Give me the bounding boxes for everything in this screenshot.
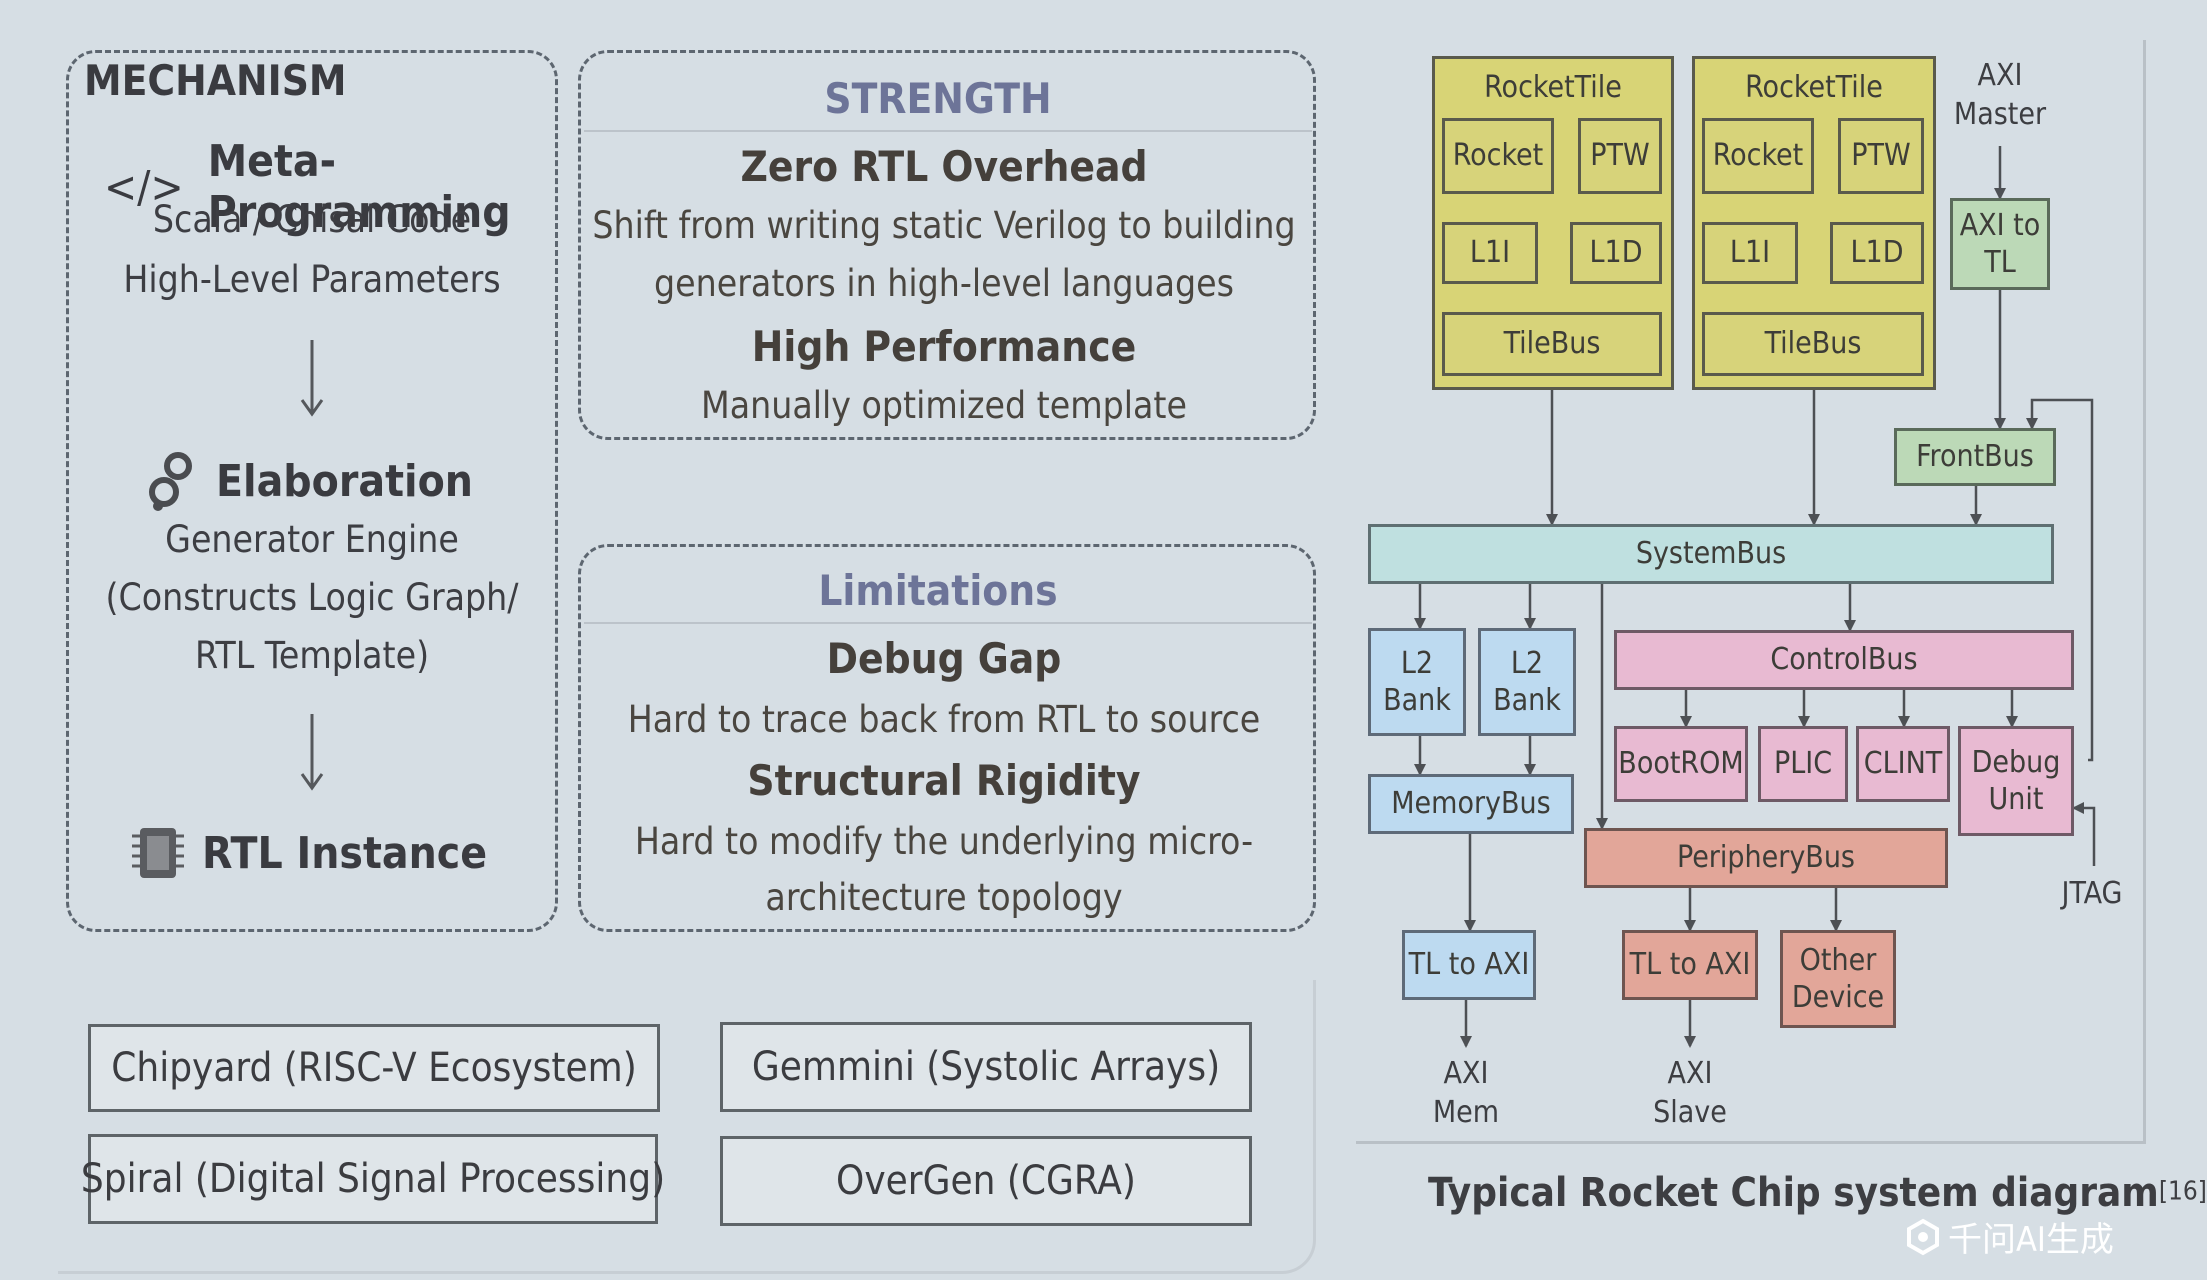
rocket-tile-1-title: RocketTile [1484,70,1622,105]
meta-programming-heading-row: </> Meta-Programming [104,136,524,238]
diagram-caption-ref: [16] [2158,1176,2207,1207]
mechanism-panel [66,50,558,932]
l1i-cache-1: L1I [1442,222,1538,284]
tilebus-2: TileBus [1702,312,1924,376]
mechanism-title: MECHANISM [84,56,347,105]
axi-slave-label: AXI Slave [1653,1056,1727,1130]
tl-to-axi-mem-block: TL to AXI [1402,930,1536,1000]
strength-title: STRENGTH [824,74,1052,123]
limitations-text-1: Hard to trace back from RTL to source [627,698,1261,741]
rtl-instance-heading-row: RTL Instance [132,822,487,884]
l1d-cache-1: L1D [1570,222,1662,284]
strength-text-1a: Shift from writing static Verilog to bui… [592,204,1296,247]
bootrom-block: BootROM [1614,726,1748,802]
limitations-heading-2: Structural Rigidity [747,756,1141,805]
diagram-frame [1356,40,2146,1144]
code-icon: </> [104,161,184,213]
strength-text-2: Manually optimized template [701,384,1187,427]
arrow-down-icon [300,340,324,417]
debug-unit-block: Debug Unit [1958,726,2074,836]
axi-master-label: AXI Master [1953,58,2047,132]
rocket-core-2: Rocket [1702,118,1814,194]
limitations-panel [578,544,1316,932]
example-gemmini: Gemmini (Systolic Arrays) [720,1022,1252,1112]
frontbus-block: FrontBus [1894,428,2056,486]
elaboration-heading: Elaboration [216,455,473,507]
rtl-instance-heading: RTL Instance [202,827,488,879]
strength-heading-1: Zero RTL Overhead [740,142,1148,191]
meta-line-1: Scala / Chisal Code [152,198,472,241]
plic-block: PLIC [1758,726,1848,802]
controlbus-block: ControlBus [1614,630,2074,690]
watermark-text: 千问AI生成 [1948,1220,2114,1260]
l2-bank-b: L2 Bank [1478,628,1576,736]
diagram-caption: Typical Rocket Chip system diagram[16] [1428,1170,2207,1216]
meta-programming-heading: Meta-Programming [207,136,511,238]
gears-icon [149,452,192,511]
example-spiral: Spiral (Digital Signal Processing) [81,1134,665,1224]
arrow-down-icon [300,714,324,791]
strength-heading-2: High Performance [751,322,1137,371]
example-chipyard: Chipyard (RISC-V Ecosystem) [88,1024,660,1112]
elab-line-1: Generator Engine [165,518,459,561]
elaboration-heading-row: Elaboration [148,450,473,512]
elab-line-2: (Constructs Logic Graph/ [105,576,519,619]
limitations-text-2b: architecture topology [765,876,1123,919]
examples-panel [58,980,1316,1274]
rocket-tile-2-title: RocketTile [1745,70,1883,105]
limitations-text-2a: Hard to modify the underlying micro- [634,820,1254,863]
ptw-1: PTW [1578,118,1662,194]
clint-block: CLINT [1856,726,1950,802]
diagram-caption-text: Typical Rocket Chip system diagram [1428,1170,2159,1216]
axi-mem-label: AXI Mem [1432,1056,1500,1130]
watermark: 千问AI生成 [1904,1212,2114,1261]
chip-icon [132,828,184,878]
ptw-2: PTW [1838,118,1924,194]
peripherybus-block: PeripheryBus [1584,828,1948,888]
limitations-title: Limitations [818,566,1058,615]
meta-line-2: High-Level Parameters [123,258,501,301]
l1d-cache-2: L1D [1830,222,1924,284]
tilebus-1: TileBus [1442,312,1662,376]
l1i-cache-2: L1I [1702,222,1798,284]
tl-to-axi-slave-block: TL to AXI [1622,930,1758,1000]
other-device-block: Other Device [1780,930,1896,1028]
jtag-label: JTAG [2061,876,2123,911]
rocket-core-1: Rocket [1442,118,1554,194]
limitations-heading-1: Debug Gap [826,634,1062,683]
systembus-block: SystemBus [1368,524,2054,584]
strength-divider [584,130,1312,132]
axi-to-tl-block: AXI to TL [1950,198,2050,290]
limitations-divider [584,622,1312,624]
watermark-logo-icon [1907,1218,1939,1255]
strength-text-1b: generators in high-level languages [654,262,1234,305]
l2-bank-a: L2 Bank [1368,628,1466,736]
strength-panel [578,50,1316,440]
memorybus-block: MemoryBus [1368,774,1574,834]
example-overgen: OverGen (CGRA) [720,1136,1252,1226]
elab-line-3: RTL Template) [194,634,430,677]
